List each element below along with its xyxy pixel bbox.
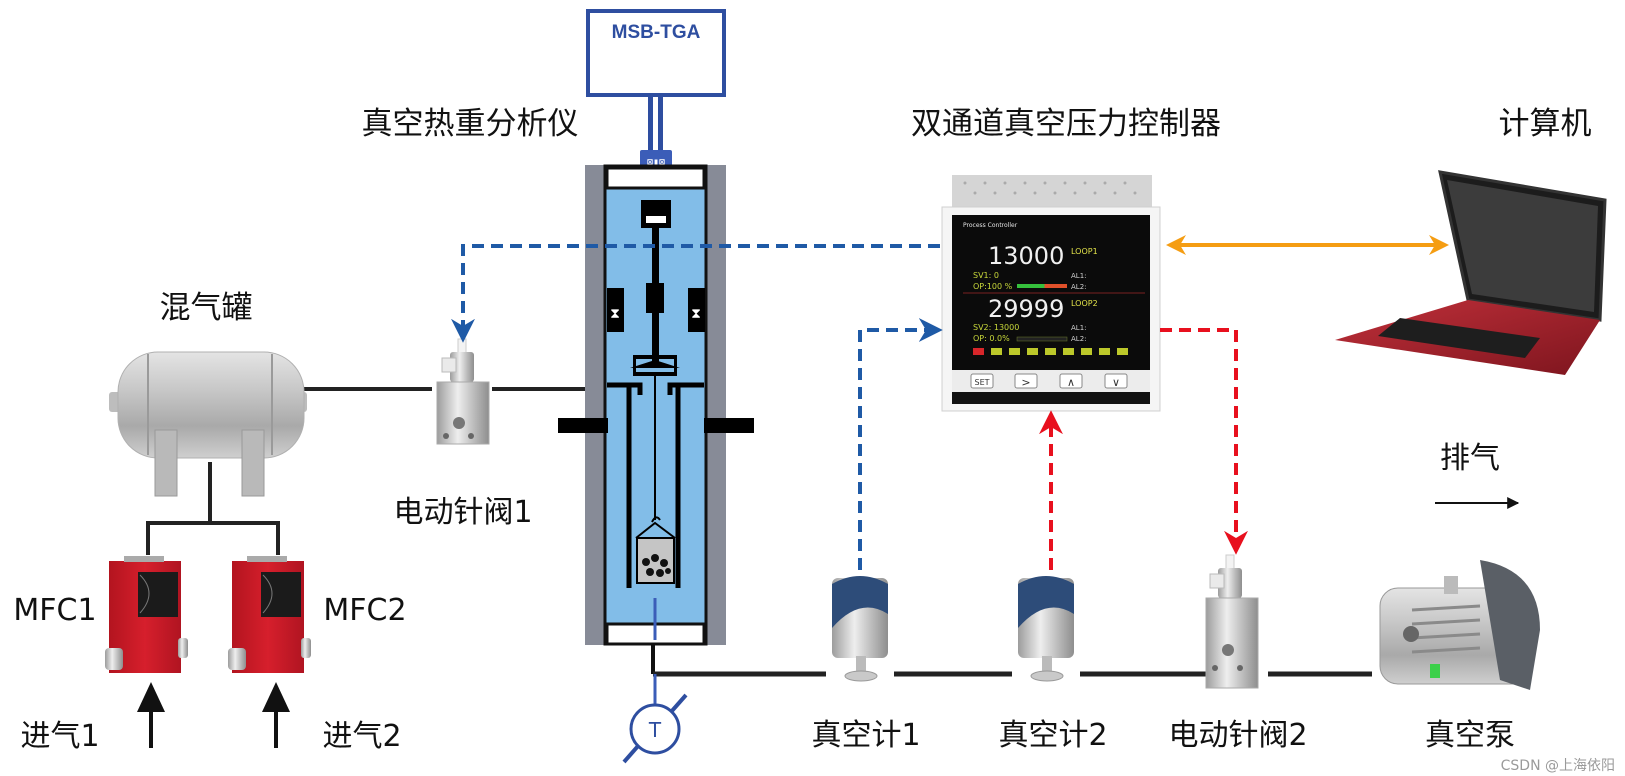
inlet1-arrow-icon [137,682,165,712]
loop1-op-bar-fill-high [1044,284,1067,288]
svg-text:>: > [1021,376,1030,389]
label-instrument: 真空热重分析仪 [362,106,579,142]
svg-text:SET: SET [974,378,989,387]
loop1-op-bar-fill [1017,284,1045,288]
label-controller: 双通道真空压力控制器 [911,106,1221,142]
pipe-manifold-mfc [146,521,280,555]
loop2-op-bar-track [1016,336,1068,342]
label-mixing-tank: 混气罐 [160,290,253,326]
label-mfc1: MFC1 [13,593,96,628]
tank-body [117,351,305,459]
loop2-pv: 29999 [988,295,1064,323]
label-inlet1: 进气1 [20,719,99,754]
loop2-sv: SV2: 13000 [973,323,1019,332]
coil-right [688,288,705,332]
key-set[interactable] [970,373,994,389]
loop1-pv: 13000 [988,242,1064,270]
msb-tga-label: MSB-TGA [612,22,701,43]
vacuum-gauge-2 [1018,576,1074,682]
svg-text:∧: ∧ [1067,376,1075,389]
loop2-name: LOOP2 [1071,299,1098,308]
label-exhaust: 排气 [1440,441,1500,476]
label-pump: 真空泵 [1425,718,1515,753]
label-gauge1: 真空计1 [811,718,920,753]
label-computer: 计算机 [1499,106,1592,142]
laptop-keyboard [1378,318,1540,358]
needle-valve-2 [1205,554,1259,689]
balance-magnet [641,200,671,228]
msb-tga-box [586,9,726,97]
signal-gauge1-to-controller [858,318,943,570]
svg-text:⊠▮⊠: ⊠▮⊠ [647,157,665,168]
controller-screen [952,215,1150,395]
watermark: CSDN @上海依阳 [1501,758,1615,774]
label-valve1: 电动针阀1 [393,495,532,530]
thermocouple-label: T [648,718,662,742]
needle-valve-1 [436,338,490,445]
laptop-computer [1335,170,1607,375]
label-inlet2: 进气2 [322,719,401,754]
gas-pipes [146,387,1372,677]
key-up[interactable] [1059,373,1083,389]
coil-left [607,288,624,332]
controller-header: Process Controller [963,222,1018,229]
inlet-arrows [137,682,290,748]
msb-tga-unit: MSB-TGA ⊠▮⊠ [586,9,726,170]
label-gauge2: 真空计2 [998,718,1107,753]
label-valve2: 电动针阀2 [1168,718,1307,753]
loop2-al1: AL1: [1071,324,1087,332]
key-right[interactable] [1014,373,1038,389]
thermocouple-icon [629,703,681,755]
flange-left [558,418,608,433]
mfc2-device [228,556,311,673]
loop2-al2: AL2: [1071,335,1087,343]
thermocouple: T [622,693,688,764]
svg-text:∨: ∨ [1112,376,1120,389]
valve2-body [1205,597,1259,689]
inlet2-arrow-icon [262,682,290,712]
status-leds [973,348,1128,355]
mixing-tank [109,351,307,497]
loop1-al2: AL2: [1071,283,1087,291]
loop1-sv: SV1: 0 [973,271,999,280]
signal-controller-to-valve1 [451,244,940,343]
loop1-name: LOOP1 [1071,247,1098,256]
vacuum-pump [1379,560,1540,690]
mfc1-device [105,556,188,673]
vacuum-controller: Process Controller 13000 LOOP1 SV1: 0 OP… [941,175,1161,412]
loop1-op: OP:100 % [973,282,1013,291]
svg-text:⧗: ⧗ [610,306,620,322]
vacuum-gauge-1 [832,576,888,682]
loop1-al1: AL1: [1071,272,1087,280]
loop2-op: OP: 0.0% [973,334,1010,343]
key-down[interactable] [1104,373,1128,389]
svg-text:⧗: ⧗ [691,306,701,322]
flange-right [704,418,754,433]
signal-controller-to-valve2 [1160,328,1248,555]
label-mfc2: MFC2 [323,593,406,628]
controller-keypad: SET > ∧ ∨ [970,373,1128,389]
